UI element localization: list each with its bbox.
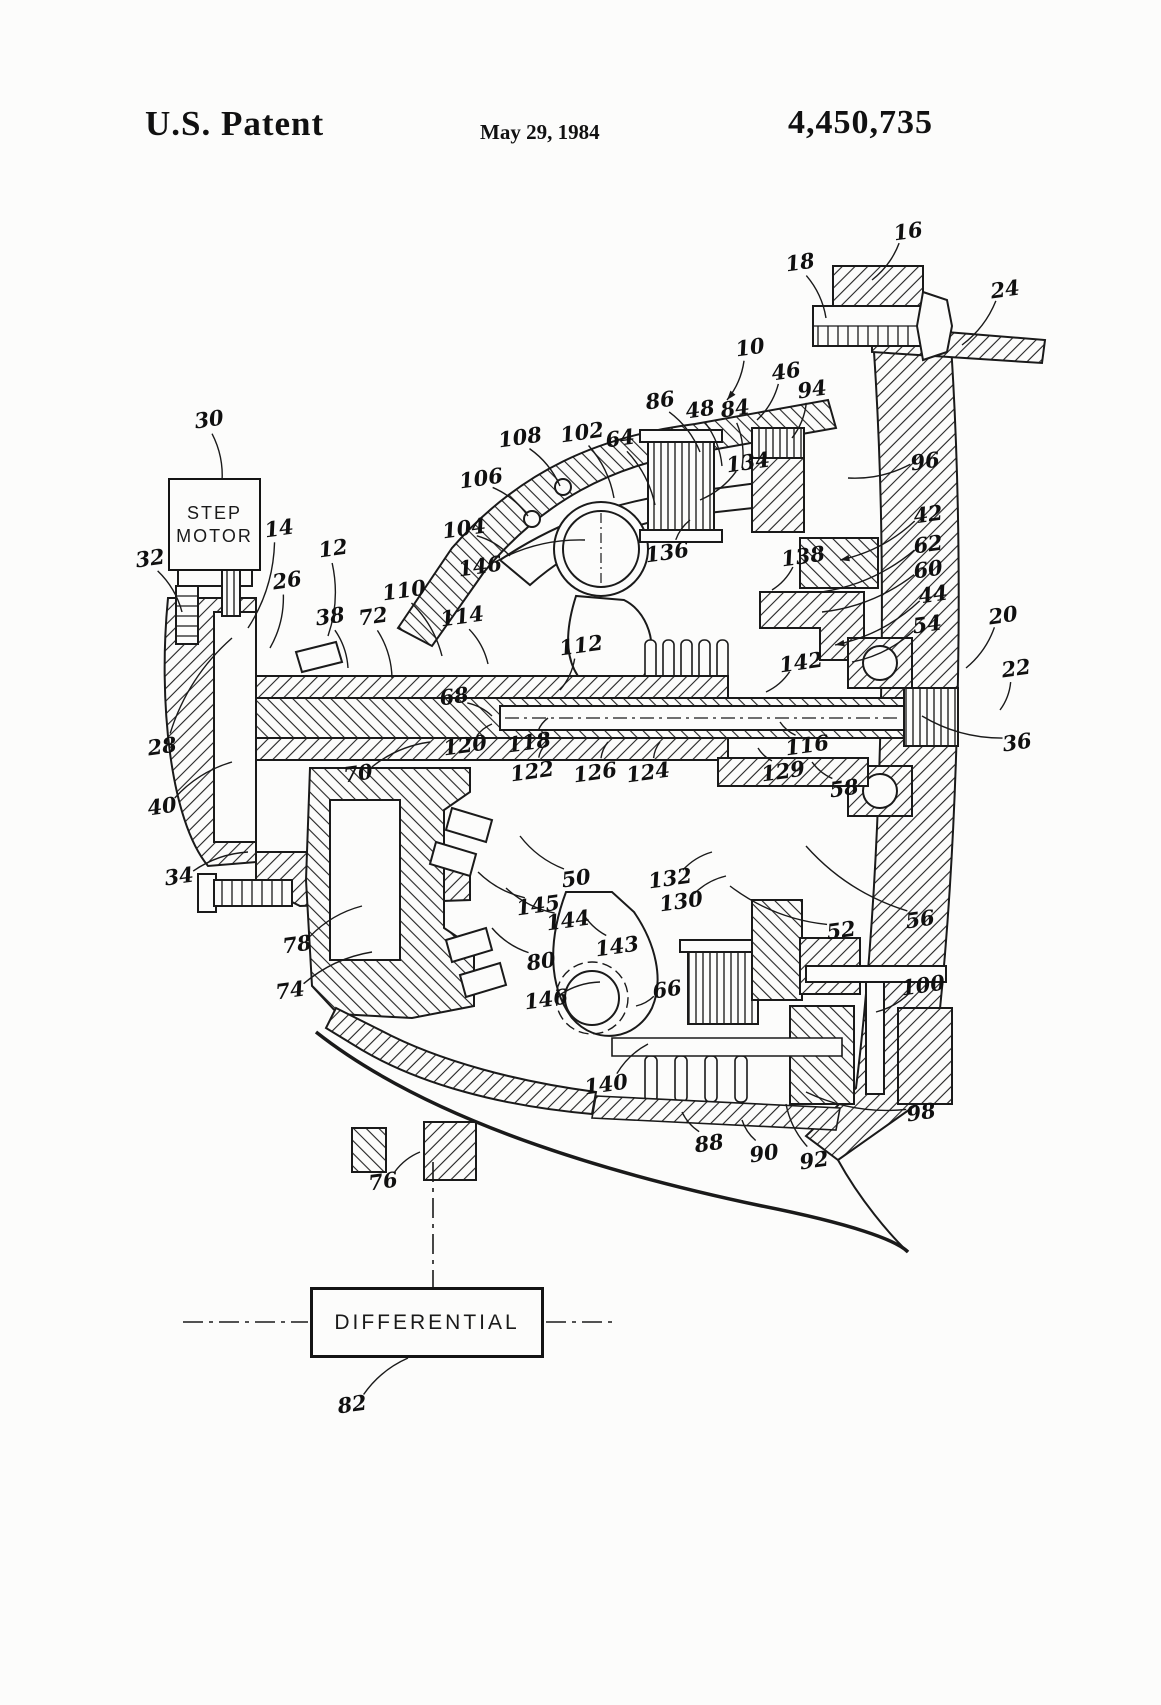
ball-chamber bbox=[554, 502, 652, 695]
left-housing bbox=[165, 560, 256, 866]
lower-ball-chamber bbox=[553, 892, 657, 1036]
output-bearings bbox=[848, 638, 912, 816]
step-motor-label-line1: STEP bbox=[186, 503, 242, 523]
figure-geometry bbox=[165, 266, 1045, 1322]
upper-springs bbox=[645, 640, 728, 686]
step-motor-label-line2: MOTOR bbox=[176, 525, 253, 546]
servo-columns bbox=[790, 966, 952, 1104]
gear-carrier bbox=[296, 642, 506, 1018]
step-motor-box: STEP MOTOR bbox=[168, 478, 261, 571]
patent-header-number: 4,450,735 bbox=[788, 104, 933, 141]
differential-box: DIFFERENTIAL bbox=[310, 1287, 544, 1358]
lower-clutch-pack bbox=[680, 900, 860, 1024]
patent-header-date: May 29, 1984 bbox=[480, 120, 600, 144]
upper-clutch-pack bbox=[640, 430, 722, 542]
lower-springs bbox=[592, 1038, 842, 1130]
mounting-bolt bbox=[813, 266, 952, 360]
centerlines bbox=[183, 1162, 618, 1322]
patent-header-title: U.S. Patent bbox=[145, 104, 325, 143]
differential-label: DIFFERENTIAL bbox=[334, 1310, 520, 1334]
